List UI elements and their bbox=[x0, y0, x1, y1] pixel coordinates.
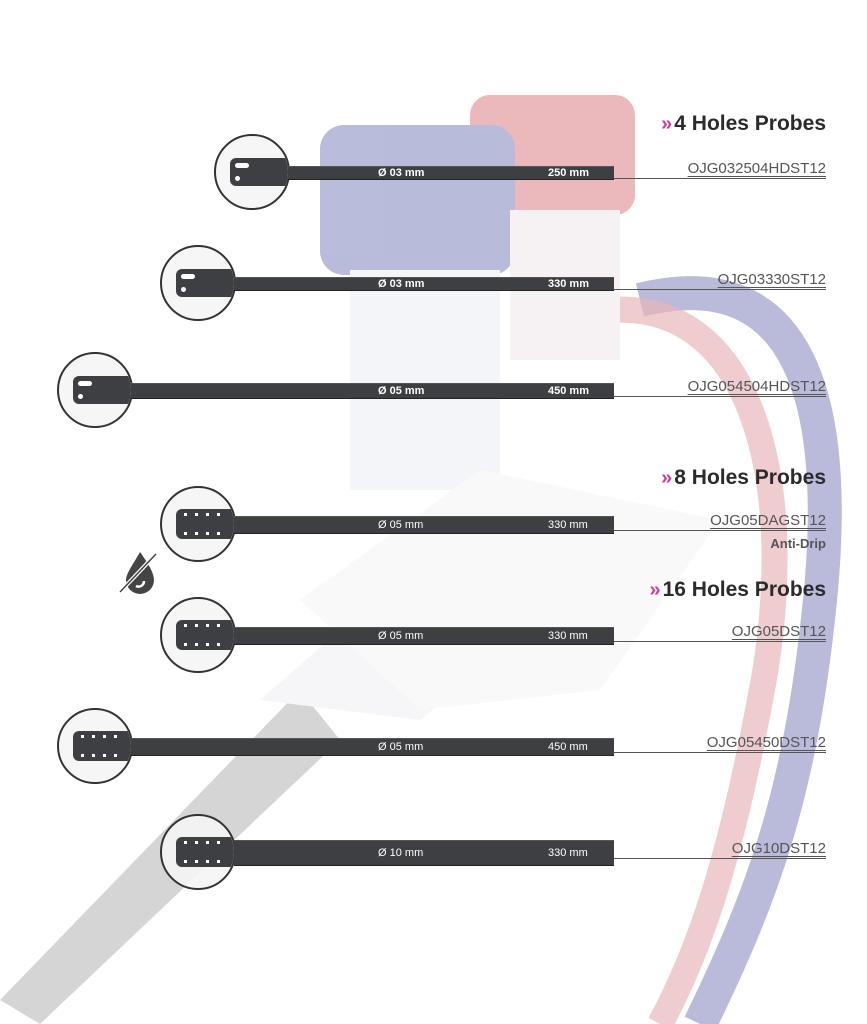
hole bbox=[92, 754, 95, 757]
probe-shaft: Ø 05 mm 450 mm bbox=[131, 383, 614, 399]
hole bbox=[195, 624, 198, 627]
hole bbox=[181, 287, 186, 292]
probe-length: 330 mm bbox=[548, 519, 588, 531]
section-title: 4 Holes Probes bbox=[674, 112, 826, 135]
hole bbox=[217, 513, 220, 516]
hole bbox=[206, 624, 209, 627]
probe-tip bbox=[230, 158, 288, 186]
product-code-link[interactable]: OJG03330ST12 bbox=[717, 271, 826, 288]
leader-line bbox=[614, 178, 826, 179]
probe-tip-magnifier bbox=[160, 597, 236, 673]
hole bbox=[195, 532, 198, 535]
hole bbox=[235, 163, 249, 168]
probe-diameter: Ø 10 mm bbox=[378, 847, 424, 859]
chevron-right-icon: » bbox=[661, 113, 672, 135]
leader-line bbox=[614, 752, 826, 753]
probe-tip-magnifier bbox=[160, 486, 236, 562]
section-heading: »8 Holes Probes bbox=[661, 466, 826, 490]
section-heading: »16 Holes Probes bbox=[649, 578, 826, 602]
probe-tip bbox=[176, 269, 234, 297]
hole bbox=[195, 841, 198, 844]
probe-diameter: Ø 03 mm bbox=[378, 278, 425, 290]
probe-length: 450 mm bbox=[548, 385, 589, 397]
probe-shaft: Ø 03 mm 330 mm bbox=[234, 277, 614, 291]
probe-shaft: Ø 05 mm 330 mm bbox=[234, 516, 614, 534]
product-code-link[interactable]: OJG032504HDST12 bbox=[687, 160, 826, 177]
hole bbox=[206, 841, 209, 844]
probe-shaft: Ø 05 mm 450 mm bbox=[131, 738, 614, 756]
hole bbox=[181, 274, 195, 279]
leader-line bbox=[614, 641, 826, 642]
section-title: 16 Holes Probes bbox=[662, 578, 826, 601]
leader-line bbox=[614, 530, 826, 531]
hole bbox=[184, 624, 187, 627]
drop-crossed-icon bbox=[118, 552, 158, 594]
probe-length: 450 mm bbox=[548, 741, 588, 753]
leader-line bbox=[614, 858, 826, 859]
hole bbox=[195, 860, 198, 863]
probe-length: 250 mm bbox=[548, 167, 589, 179]
hole bbox=[184, 841, 187, 844]
hole bbox=[81, 735, 84, 738]
probe-length: 330 mm bbox=[548, 847, 588, 859]
hole bbox=[217, 860, 220, 863]
hole bbox=[217, 643, 220, 646]
hole bbox=[217, 624, 220, 627]
probe-tip-magnifier bbox=[57, 352, 133, 428]
probe-tip-magnifier bbox=[214, 134, 290, 210]
probe-tip bbox=[73, 731, 131, 761]
probe-length: 330 mm bbox=[548, 278, 589, 290]
probe-tip bbox=[176, 509, 234, 539]
hole bbox=[114, 735, 117, 738]
hole bbox=[78, 394, 83, 399]
probe-shaft: Ø 05 mm 330 mm bbox=[234, 627, 614, 645]
probe-diameter: Ø 03 mm bbox=[378, 167, 425, 179]
hole bbox=[103, 754, 106, 757]
chevron-right-icon: » bbox=[649, 579, 660, 601]
hole bbox=[206, 860, 209, 863]
probe-note: Anti-Drip bbox=[770, 536, 826, 551]
probe-tip bbox=[176, 837, 234, 867]
hole bbox=[184, 513, 187, 516]
hole bbox=[217, 841, 220, 844]
product-code-link[interactable]: OJG054504HDST12 bbox=[687, 378, 826, 395]
product-code-link[interactable]: OJG10DST12 bbox=[731, 840, 826, 857]
hole bbox=[206, 532, 209, 535]
probe-tip-magnifier bbox=[160, 245, 236, 321]
hole bbox=[184, 860, 187, 863]
probe-shaft: Ø 03 mm 250 mm bbox=[288, 166, 614, 180]
hole bbox=[103, 735, 106, 738]
probe-tip-magnifier bbox=[57, 708, 133, 784]
hole bbox=[206, 513, 209, 516]
hole bbox=[114, 754, 117, 757]
probe-diameter: Ø 05 mm bbox=[378, 630, 424, 642]
hole bbox=[184, 532, 187, 535]
product-code-link[interactable]: OJG05450DST12 bbox=[706, 734, 826, 751]
hole bbox=[206, 643, 209, 646]
probe-diameter: Ø 05 mm bbox=[378, 519, 424, 531]
probe-tip bbox=[73, 376, 131, 404]
probe-shaft: Ø 10 mm 330 mm bbox=[234, 840, 614, 866]
leader-line bbox=[614, 396, 826, 397]
hole bbox=[92, 735, 95, 738]
section-title: 8 Holes Probes bbox=[674, 466, 826, 489]
section-heading: »4 Holes Probes bbox=[661, 112, 826, 136]
hole bbox=[195, 513, 198, 516]
probe-tip bbox=[176, 620, 234, 650]
probe-tip-magnifier bbox=[160, 814, 236, 890]
leader-line bbox=[614, 289, 826, 290]
product-code-link[interactable]: OJG05DST12 bbox=[731, 623, 826, 640]
hole bbox=[81, 754, 84, 757]
hole bbox=[78, 381, 92, 386]
probe-diameter: Ø 05 mm bbox=[378, 741, 424, 753]
product-code-link[interactable]: OJG05DAGST12 bbox=[710, 512, 826, 529]
hole bbox=[184, 643, 187, 646]
hole bbox=[195, 643, 198, 646]
probe-diameter: Ø 05 mm bbox=[378, 385, 425, 397]
probe-length: 330 mm bbox=[548, 630, 588, 642]
chevron-right-icon: » bbox=[661, 467, 672, 489]
hole bbox=[217, 532, 220, 535]
hole bbox=[235, 176, 240, 181]
